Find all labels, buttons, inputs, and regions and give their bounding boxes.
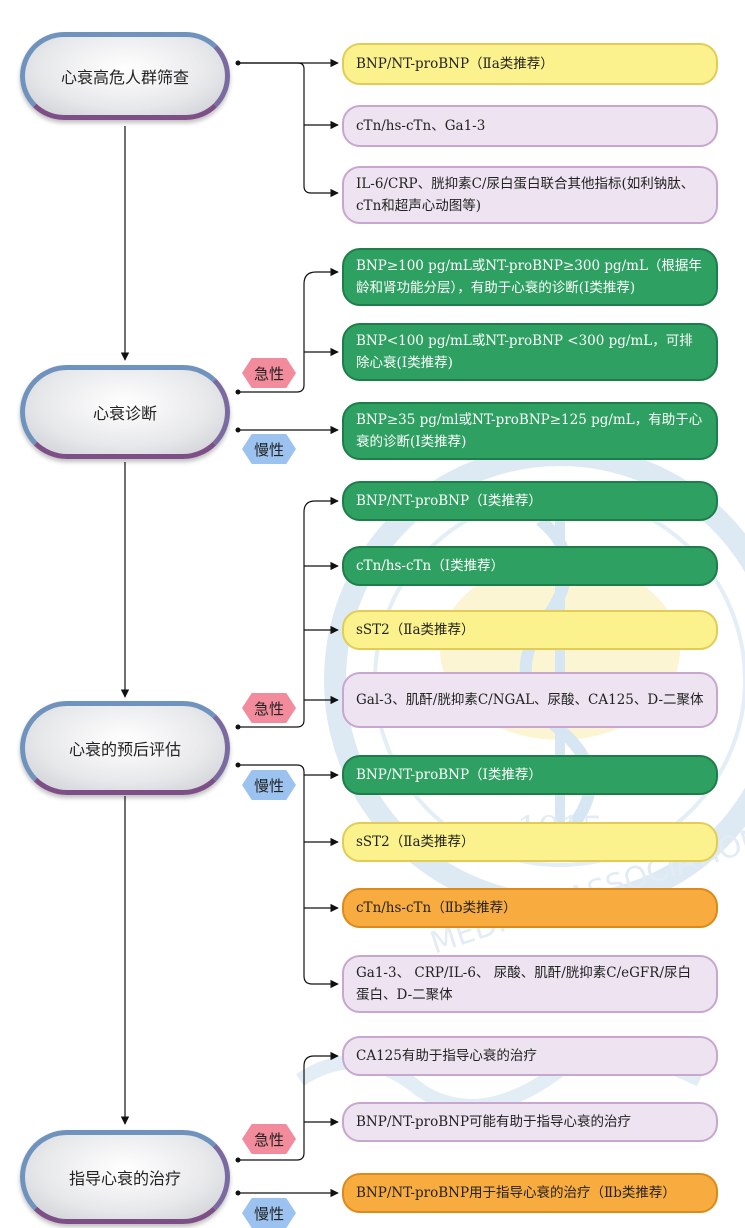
treatment-item-text: BNP/NT-proBNP可能有助于指导心衰的治疗: [356, 1114, 632, 1130]
prognosis-item: sST2（Ⅱa类推荐）: [342, 822, 718, 862]
diagnosis-item-text: BNP≥35 pg/ml或NT-proBNP≥125 pg/mL，有助于心衰的诊…: [356, 412, 703, 450]
screening-item-text: IL-6/CRP、胱抑素C/尿白蛋白联合其他指标(如利钠肽、cTn和超声心动图等…: [356, 176, 695, 214]
screening-item-text: cTn/hs-cTn、Ga1-3: [356, 118, 486, 134]
screening-item: BNP/NT-proBNP（Ⅱa类推荐）: [342, 43, 718, 85]
acute-tag: 急性: [242, 358, 296, 388]
prognosis-item: Ga1-3、 CRP/IL-6、 尿酸、肌酐/胱抑素C/eGFR/尿白蛋白、D-…: [342, 955, 718, 1013]
stage-prognosis: 心衰的预后评估: [20, 701, 230, 795]
diagnosis-item: BNP≥100 pg/mL或NT-proBNP≥300 pg/mL（根据年龄和肾…: [342, 248, 718, 306]
stage-treatment: 指导心衰的治疗: [20, 1130, 230, 1224]
prognosis-item-text: BNP/NT-proBNP（Ⅰ类推荐）: [356, 493, 542, 509]
stage-screening: 心衰高危人群筛查: [20, 32, 230, 120]
treatment-item: CA125有助于指导心衰的治疗: [342, 1036, 718, 1076]
chronic-tag: 慢性: [242, 434, 296, 464]
prognosis-item: BNP/NT-proBNP（Ⅰ类推荐）: [342, 481, 718, 521]
treatment-item: BNP/NT-proBNP可能有助于指导心衰的治疗: [342, 1102, 718, 1142]
diagnosis-item: BNP≥35 pg/ml或NT-proBNP≥125 pg/mL，有助于心衰的诊…: [342, 402, 718, 460]
prognosis-item: cTn/hs-cTn（Ⅰ类推荐）: [342, 546, 718, 586]
treatment-item: BNP/NT-proBNP用于指导心衰的治疗（Ⅱb类推荐）: [342, 1173, 718, 1213]
prognosis-item-text: BNP/NT-proBNP（Ⅰ类推荐）: [356, 767, 542, 783]
diagnosis-item-text: BNP<100 pg/mL或NT-proBNP <300 pg/mL，可排除心衰…: [356, 333, 693, 371]
screening-item-text: BNP/NT-proBNP（Ⅱa类推荐）: [356, 56, 554, 72]
prognosis-item-text: Gal-3、肌酐/胱抑素C/NGAL、尿酸、CA125、D-二聚体: [356, 692, 704, 708]
treatment-item-text: CA125有助于指导心衰的治疗: [356, 1048, 537, 1064]
stage-diagnosis: 心衰诊断: [20, 365, 230, 459]
prognosis-item-text: cTn/hs-cTn（Ⅱb类推荐）: [356, 900, 517, 916]
chronic-tag: 慢性: [242, 1198, 296, 1228]
diagnosis-item-text: BNP≥100 pg/mL或NT-proBNP≥300 pg/mL（根据年龄和肾…: [356, 258, 702, 296]
screening-item: IL-6/CRP、胱抑素C/尿白蛋白联合其他指标(如利钠肽、cTn和超声心动图等…: [342, 166, 718, 224]
chronic-tag: 慢性: [242, 770, 296, 800]
acute-tag: 急性: [242, 1124, 296, 1154]
prognosis-item: Gal-3、肌酐/胱抑素C/NGAL、尿酸、CA125、D-二聚体: [342, 672, 718, 728]
screening-item: cTn/hs-cTn、Ga1-3: [342, 105, 718, 147]
prognosis-item: BNP/NT-proBNP（Ⅰ类推荐）: [342, 755, 718, 795]
prognosis-item-text: sST2（Ⅱa类推荐）: [356, 622, 475, 638]
prognosis-item-text: Ga1-3、 CRP/IL-6、 尿酸、肌酐/胱抑素C/eGFR/尿白蛋白、D-…: [356, 965, 692, 1003]
treatment-item-text: BNP/NT-proBNP用于指导心衰的治疗（Ⅱb类推荐）: [356, 1185, 676, 1201]
prognosis-item-text: cTn/hs-cTn（Ⅰ类推荐）: [356, 558, 505, 574]
prognosis-item-text: sST2（Ⅱa类推荐）: [356, 834, 475, 850]
prognosis-item: sST2（Ⅱa类推荐）: [342, 610, 718, 650]
diagnosis-item: BNP<100 pg/mL或NT-proBNP <300 pg/mL，可排除心衰…: [342, 323, 718, 381]
acute-tag: 急性: [242, 693, 296, 723]
prognosis-item: cTn/hs-cTn（Ⅱb类推荐）: [342, 888, 718, 928]
